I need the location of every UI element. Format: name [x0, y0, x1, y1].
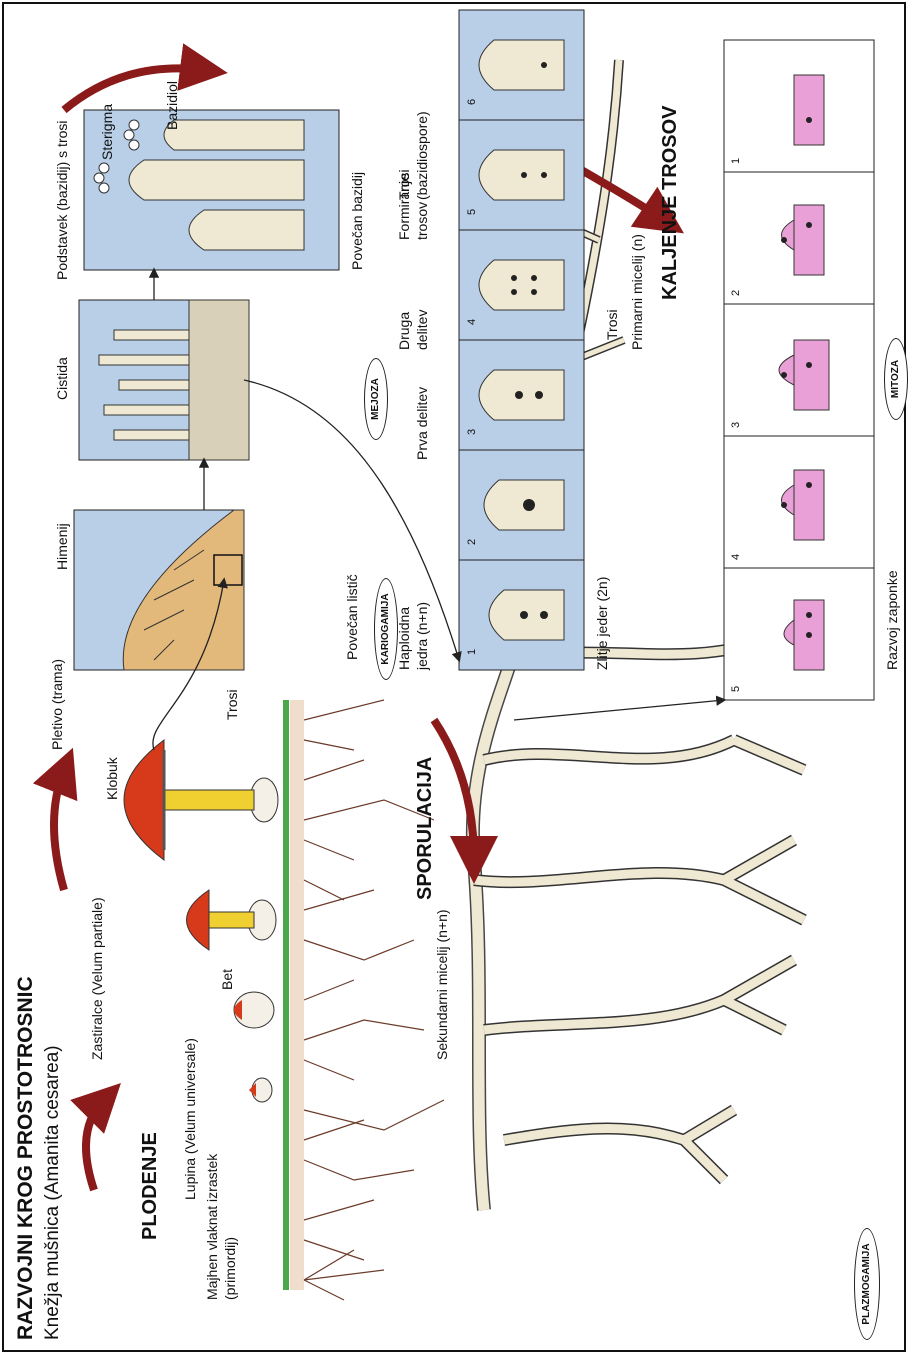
- label-druga-2: delitev: [414, 310, 430, 350]
- mushroom-stages: [124, 740, 278, 1102]
- label-trosi-bazid-2: (bazidiospore): [414, 111, 430, 200]
- label-podstavek: Podstavek (bazidij) s trosi: [54, 120, 70, 280]
- label-lupina: Lupina (Velum universale): [182, 1038, 198, 1200]
- section-plodenje: PLODENJE: [139, 1132, 162, 1240]
- label-razvoj: Razvoj zaponke: [884, 570, 900, 670]
- label-povecan-bazidij: Povečan bazidij: [349, 172, 365, 270]
- label-prva-delitev: Prva delitev: [414, 387, 430, 460]
- label-zastiralce: Zastiralce (Velum partiale): [89, 897, 105, 1060]
- pill-plazmogamija: PLAZMOGAMIJA: [854, 1228, 880, 1340]
- stage-number-6: 6: [466, 99, 478, 105]
- pill-mitoza: MITOZA: [884, 338, 908, 420]
- label-himenij: Himenij: [54, 523, 70, 570]
- label-bet: Bet: [219, 969, 235, 990]
- clamp-number-2: 2: [730, 290, 742, 296]
- stage-number-1: 1: [466, 649, 478, 655]
- label-pletivo: Pletivo (trama): [49, 659, 65, 750]
- label-trosi-bazid-1: Trosi: [396, 169, 412, 200]
- label-primarni: Primarni micelij (n): [629, 234, 645, 350]
- clamp-number-3: 3: [730, 422, 742, 428]
- stage-number-2: 2: [466, 539, 478, 545]
- label-trosi-top: Trosi: [224, 689, 240, 720]
- label-primordij: (primordij): [222, 1237, 238, 1300]
- section-sporulacija: SPORULACIJA: [414, 757, 437, 900]
- stage-number-3: 3: [466, 429, 478, 435]
- label-haploidna-2: jedra (n+n): [414, 602, 430, 670]
- label-zlitje: Zlitje jeder (2n): [594, 577, 610, 670]
- label-druga-1: Druga: [396, 312, 412, 350]
- pill-mejoza: MEJOZA: [364, 358, 388, 440]
- label-cistida: Cistida: [54, 357, 70, 400]
- label-trosi-mid: Trosi: [604, 309, 620, 340]
- label-povecan-listic: Povečan listič: [344, 574, 360, 660]
- label-sterigma: Sterigma: [99, 104, 115, 160]
- label-sekundarni: Sekundarni micelij (n+n): [434, 909, 450, 1060]
- clamp-number-4: 4: [730, 554, 742, 560]
- label-haploidna-1: Haploidna: [396, 607, 412, 670]
- label-majhen: Majhen vlaknat izrastek: [204, 1154, 220, 1300]
- soil-texture: [290, 700, 304, 1290]
- label-bazidiol: Bazidiol: [164, 81, 180, 130]
- diagram-title: RAZVOJNI KROG PROSTOTROSNIC: [14, 976, 38, 1340]
- section-kaljenje: KALJENJE TROSOV: [659, 106, 682, 300]
- diagram-subtitle: Knežja mušnica (Amanita cesarea): [42, 1045, 64, 1340]
- rotated-canvas: RAZVOJNI KROG PROSTOTROSNIC Knežja mušni…: [4, 4, 910, 1360]
- clamp-number-5: 5: [730, 686, 742, 692]
- clamp-number-1: 1: [730, 158, 742, 164]
- stage-number-5: 5: [466, 209, 478, 215]
- label-formiranje-2: trosov: [414, 202, 430, 240]
- stage-number-4: 4: [466, 319, 478, 325]
- label-klobuk: Klobuk: [104, 757, 120, 800]
- pill-kariogamija: KARIOGAMIJA: [374, 578, 398, 680]
